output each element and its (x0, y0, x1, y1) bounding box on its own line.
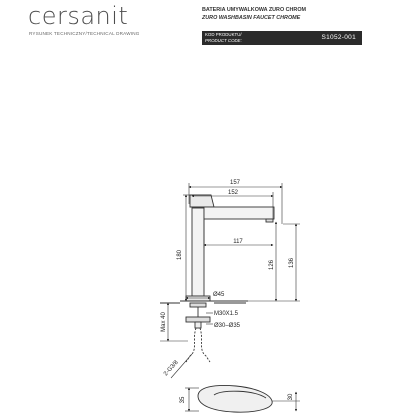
top-view-dimension-lines (185, 387, 300, 412)
dim-spout-reach: 117 (233, 239, 243, 245)
dim-height-to-outlet: 126 (269, 259, 275, 270)
product-code-label-en: PRODUCT CODE: (205, 37, 242, 43)
product-title-pl: BATERIA UMYWALKOWA ZURO CHROM (202, 7, 307, 13)
dim-top-depth: 35 (180, 396, 186, 403)
brand-logo: cersanit (28, 2, 129, 30)
dimension-lines (160, 183, 300, 379)
dim-spout-width: 152 (228, 190, 239, 196)
dim-total-height: 180 (177, 249, 183, 260)
dim-base-diameter: Ø45 (213, 292, 225, 298)
dim-thread: M30X1.5 (214, 311, 239, 317)
product-code-label-pl: KOD PRODUKTU/ (205, 32, 242, 37)
dim-top-width: 30 (288, 393, 294, 400)
dim-height-right: 136 (289, 257, 295, 268)
dim-hole: Ø30–Ø35 (214, 323, 241, 329)
product-title: BATERIA UMYWALKOWA ZURO CHROM ZURO WASHB… (202, 6, 306, 22)
faucet-top-view (197, 385, 273, 413)
dim-max-counter: Max 40 (161, 312, 167, 332)
product-title-en: ZURO WASHBASIN FAUCET CHROME (202, 15, 301, 21)
dim-hose: 2-G3/8 (163, 359, 180, 377)
product-code-label: KOD PRODUKTU/ PRODUCT CODE: (205, 32, 242, 43)
faucet-side-view (160, 194, 275, 363)
product-code-bar: KOD PRODUKTU/ PRODUCT CODE: S1052-001 (202, 31, 362, 45)
product-code-value: S1052-001 (321, 34, 356, 41)
drawing-type-label: RYSUNEK TECHNICZNY/TECHNICAL DRAWING (29, 31, 140, 36)
dim-total-width: 157 (230, 180, 241, 186)
